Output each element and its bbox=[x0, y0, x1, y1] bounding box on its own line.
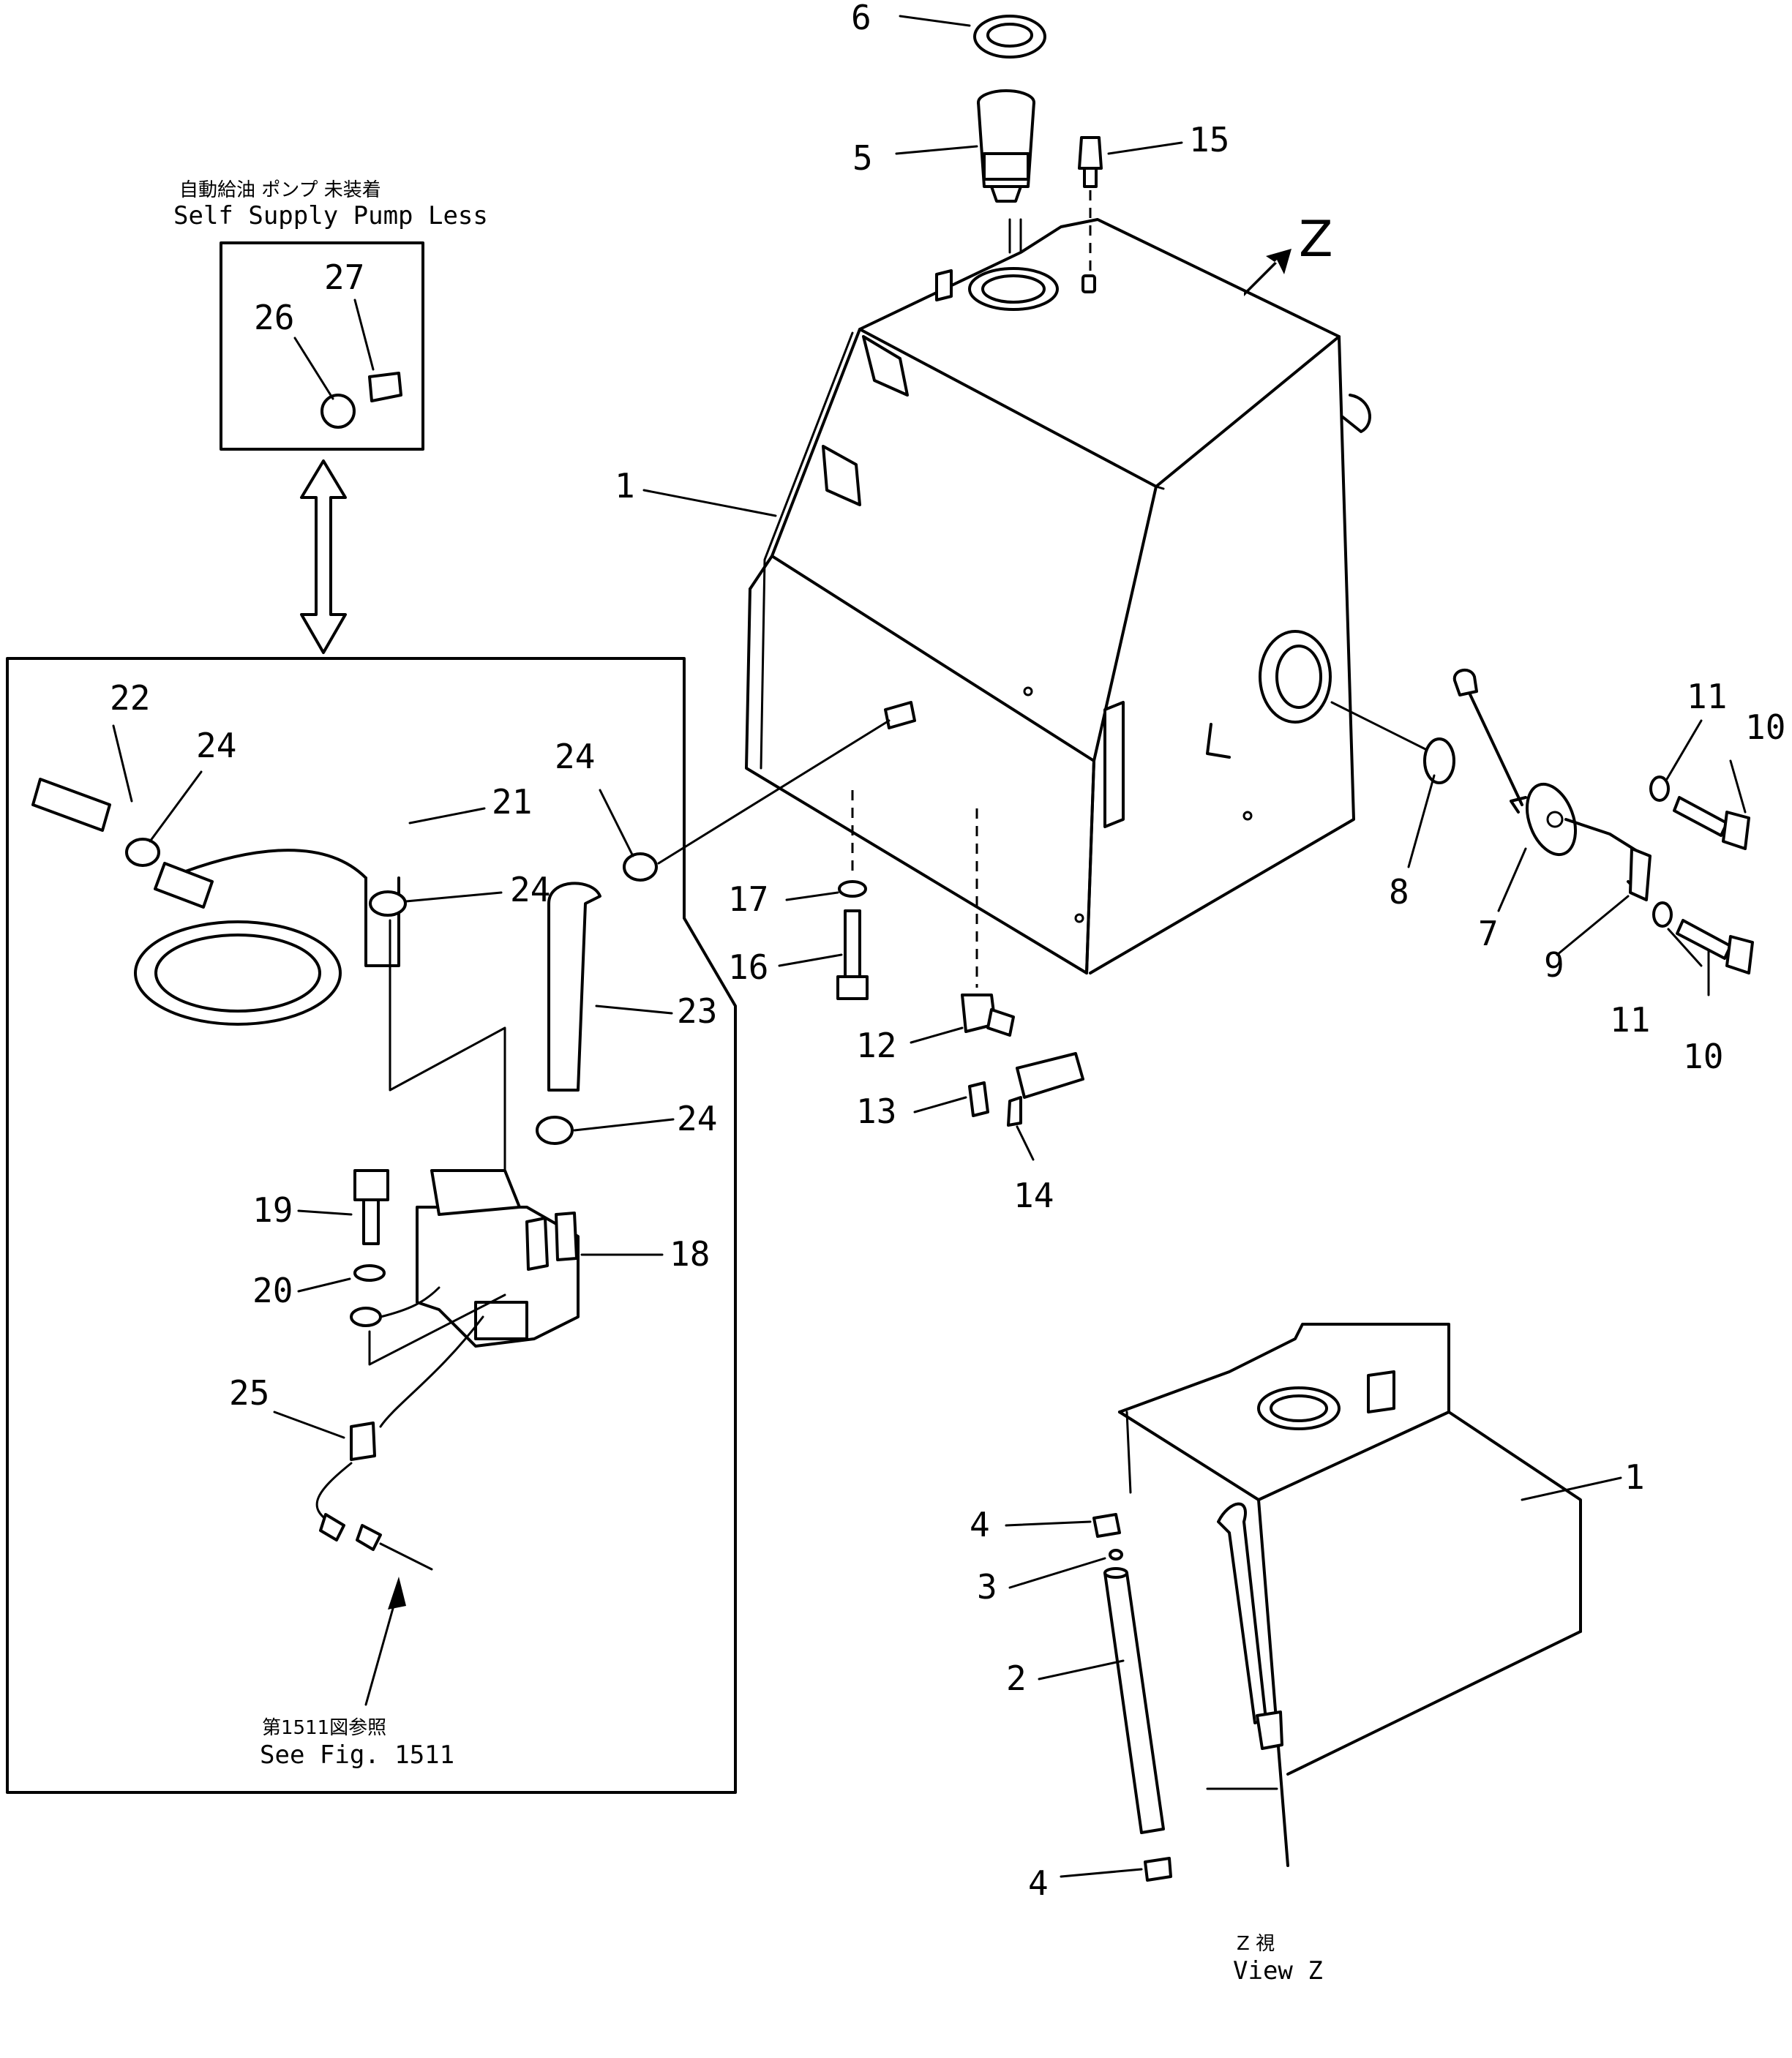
callout-24-a: 24 bbox=[196, 726, 236, 765]
callout-6: 6 bbox=[851, 0, 871, 37]
callout-18: 18 bbox=[670, 1234, 710, 1274]
o-ring-8 bbox=[1330, 701, 1455, 784]
callout-12: 12 bbox=[856, 1026, 896, 1065]
callout-24-d: 24 bbox=[677, 1099, 717, 1138]
callout-16: 16 bbox=[728, 947, 768, 987]
breather-15 bbox=[1078, 136, 1103, 274]
callout-13: 13 bbox=[856, 1092, 896, 1131]
callout-3: 3 bbox=[977, 1567, 997, 1607]
drain-parts bbox=[836, 790, 1084, 1127]
view-z-letter: Z bbox=[1299, 211, 1333, 268]
pump-inset bbox=[6, 657, 891, 1794]
view-z-inset bbox=[1092, 1323, 1582, 1882]
callout-1-viewz: 1 bbox=[1624, 1457, 1645, 1497]
filler-strainer-5 bbox=[977, 89, 1035, 254]
double-arrow bbox=[300, 459, 347, 654]
callout-19: 19 bbox=[252, 1190, 293, 1230]
fuel-tank bbox=[745, 218, 1371, 974]
see-fig-caption-en: See Fig. 1511 bbox=[260, 1740, 454, 1770]
callout-24-c: 24 bbox=[510, 870, 550, 909]
washers-11-bolts-10 bbox=[1649, 775, 1754, 974]
callout-21: 21 bbox=[492, 782, 532, 822]
callout-23: 23 bbox=[677, 991, 717, 1031]
gasket-9 bbox=[1629, 847, 1652, 901]
level-sender-7 bbox=[1452, 669, 1641, 887]
view-z-caption-jp: Z 視 bbox=[1237, 1933, 1275, 1955]
callout-26: 26 bbox=[254, 298, 294, 337]
see-fig-caption-jp: 第1511図参照 bbox=[262, 1717, 386, 1739]
callout-2: 2 bbox=[1006, 1659, 1027, 1698]
view-z-arrow bbox=[1244, 249, 1291, 296]
callout-14: 14 bbox=[1013, 1176, 1054, 1215]
callout-24-b: 24 bbox=[555, 737, 595, 776]
callout-9: 9 bbox=[1544, 945, 1564, 985]
view-z-caption-en: View Z bbox=[1233, 1956, 1323, 1986]
callout-17: 17 bbox=[728, 879, 768, 919]
callout-10-bottom: 10 bbox=[1683, 1037, 1723, 1076]
callout-1-main: 1 bbox=[615, 466, 635, 506]
callout-22: 22 bbox=[110, 678, 150, 718]
callout-27: 27 bbox=[324, 258, 364, 297]
callout-7: 7 bbox=[1478, 914, 1499, 953]
callout-10-top: 10 bbox=[1745, 707, 1785, 747]
callout-8: 8 bbox=[1389, 872, 1409, 912]
callout-5: 5 bbox=[852, 138, 873, 178]
filler-cap-6 bbox=[973, 15, 1046, 59]
leader-lines bbox=[112, 15, 1747, 1878]
pump-less-caption-jp: 自動給油 ポンプ 未装着 bbox=[179, 179, 381, 201]
callout-4-top: 4 bbox=[970, 1505, 990, 1544]
pump-less-inset bbox=[220, 241, 424, 451]
callout-25: 25 bbox=[229, 1373, 269, 1413]
callout-15: 15 bbox=[1189, 120, 1229, 159]
callout-11-top: 11 bbox=[1687, 677, 1727, 716]
callout-4-bottom: 4 bbox=[1028, 1863, 1049, 1903]
pump-less-caption-en: Self Supply Pump Less bbox=[173, 201, 488, 230]
callout-numbers: 6 5 15 1 8 7 9 11 10 11 10 17 16 12 13 1… bbox=[110, 0, 1785, 1903]
callout-11-bottom: 11 bbox=[1610, 1000, 1650, 1040]
callout-20: 20 bbox=[252, 1271, 293, 1310]
